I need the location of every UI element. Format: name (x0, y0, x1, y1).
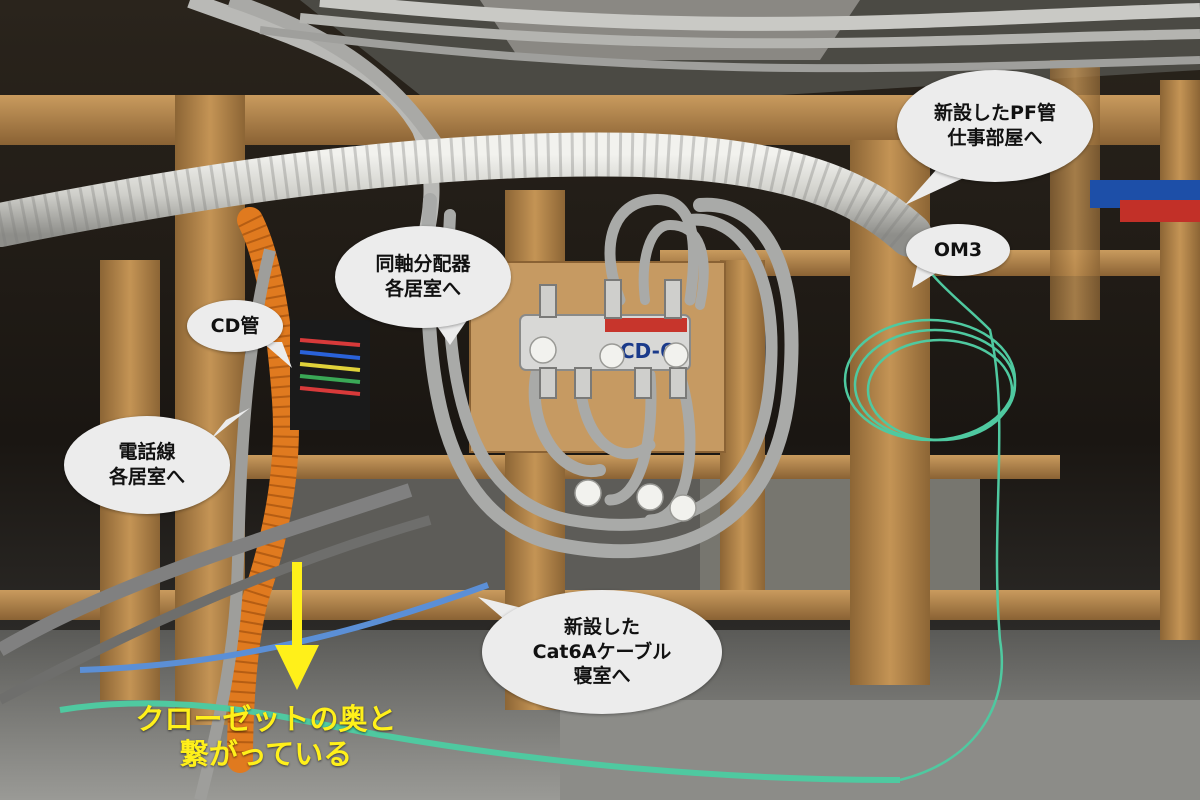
phone-line-callout: 電話線 各居室へ (64, 416, 230, 514)
coax-splitter-callout: 同軸分配器 各居室へ (335, 226, 511, 328)
phone-callout-line-1: 電話線 (118, 441, 176, 464)
closet-connection-label: クローゼットの奥と 繋がっている (96, 702, 436, 773)
phone-callout-line-2: 各居室へ (108, 466, 185, 488)
closet-label-line-1: クローゼットの奥と (135, 702, 397, 736)
om3-callout: OM3 (906, 224, 1010, 276)
cat6a-callout-line-2: Cat6Aケーブル (532, 640, 672, 663)
pf-callout-line-2: 仕事部屋へ (947, 127, 1043, 149)
pf-conduit-callout: 新設したPF管 仕事部屋へ (897, 70, 1093, 182)
coax-callout-line-2: 各居室へ (384, 278, 461, 300)
closet-label-line-2: 繋がっている (179, 737, 353, 772)
cat6a-callout-line-3: 寝室へ (573, 665, 631, 688)
cd-callout-line-1: CD管 (210, 314, 260, 337)
om3-callout-line-1: OM3 (933, 238, 983, 261)
cat6a-callout-line-1: 新設した (563, 615, 640, 638)
pf-callout-line-1: 新設したPF管 (934, 102, 1056, 125)
cat6a-cable-callout: 新設した Cat6Aケーブル 寝室へ (482, 590, 722, 714)
cd-conduit-callout: CD管 (187, 300, 283, 352)
coax-callout-line-1: 同軸分配器 (375, 253, 471, 276)
